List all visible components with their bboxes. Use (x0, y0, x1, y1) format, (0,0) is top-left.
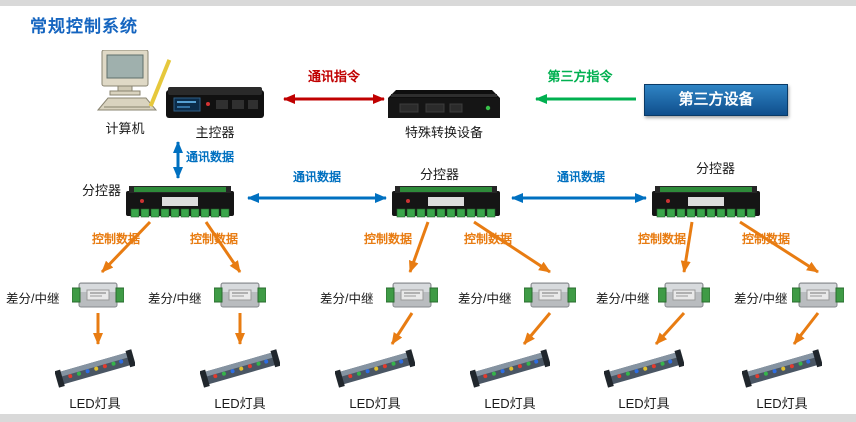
arrow-led-4 (522, 312, 552, 345)
arrow-led-3 (390, 312, 414, 345)
sub-controller-device-2 (392, 184, 500, 218)
sub-controller-label-1: 分控器 (82, 183, 122, 198)
master-controller-label: 主控器 (195, 125, 235, 140)
control-data-label-1: 控制数据 (92, 232, 141, 246)
comm-data-label-2: 通讯数据 (556, 170, 605, 184)
sub-controller-label-3: 分控器 (696, 161, 736, 176)
top-border-strip (0, 0, 856, 6)
led-bar-1 (55, 346, 135, 390)
led-label-2: LED灯具 (214, 396, 266, 411)
repeater-label-6: 差分/中继 (734, 292, 788, 306)
converter-device (388, 86, 500, 120)
master-controller-device (166, 84, 264, 120)
repeater-device-5 (658, 279, 710, 311)
repeater-label-3: 差分/中继 (320, 292, 374, 306)
repeater-device-4 (524, 279, 576, 311)
sub-controller-label-2: 分控器 (420, 167, 460, 182)
repeater-device-2 (214, 279, 266, 311)
converter-label: 特殊转换设备 (404, 125, 483, 140)
comm-data-label-vertical: 通讯数据 (186, 150, 235, 164)
third-party-device-box: 第三方设备 (644, 84, 788, 116)
led-label-1: LED灯具 (69, 396, 121, 411)
control-data-label-5: 控制数据 (638, 232, 687, 246)
led-bar-5 (604, 346, 684, 390)
control-data-label-2: 控制数据 (190, 232, 239, 246)
led-bar-3 (335, 346, 415, 390)
arrow-led-5 (654, 311, 686, 346)
led-bar-4 (470, 346, 550, 390)
sub-controller-device-3 (652, 184, 760, 218)
arrow-led-6 (792, 312, 820, 345)
page-title: 常规控制系统 (30, 17, 138, 36)
arrow-control-3 (408, 221, 430, 273)
comm-cmd-label: 通讯指令 (307, 69, 360, 84)
led-label-5: LED灯具 (618, 396, 670, 411)
control-data-label-3: 控制数据 (364, 232, 413, 246)
sub-controller-device-1 (126, 184, 234, 218)
led-bar-6 (742, 346, 822, 390)
control-data-label-6: 控制数据 (742, 232, 791, 246)
repeater-device-1 (72, 279, 124, 311)
repeater-label-1: 差分/中继 (6, 292, 60, 306)
repeater-label-5: 差分/中继 (596, 292, 650, 306)
computer-label: 计算机 (105, 121, 145, 136)
repeater-label-4: 差分/中继 (458, 292, 512, 306)
bottom-border-strip (0, 414, 856, 422)
repeater-device-3 (386, 279, 438, 311)
control-data-label-4: 控制数据 (464, 232, 513, 246)
repeater-device-6 (792, 279, 844, 311)
led-label-4: LED灯具 (484, 396, 536, 411)
third-cmd-label: 第三方指令 (547, 69, 613, 84)
led-label-3: LED灯具 (349, 396, 401, 411)
led-bar-2 (200, 346, 280, 390)
comm-data-label-1: 通讯数据 (292, 170, 341, 184)
repeater-label-2: 差分/中继 (148, 292, 202, 306)
led-label-6: LED灯具 (756, 396, 808, 411)
